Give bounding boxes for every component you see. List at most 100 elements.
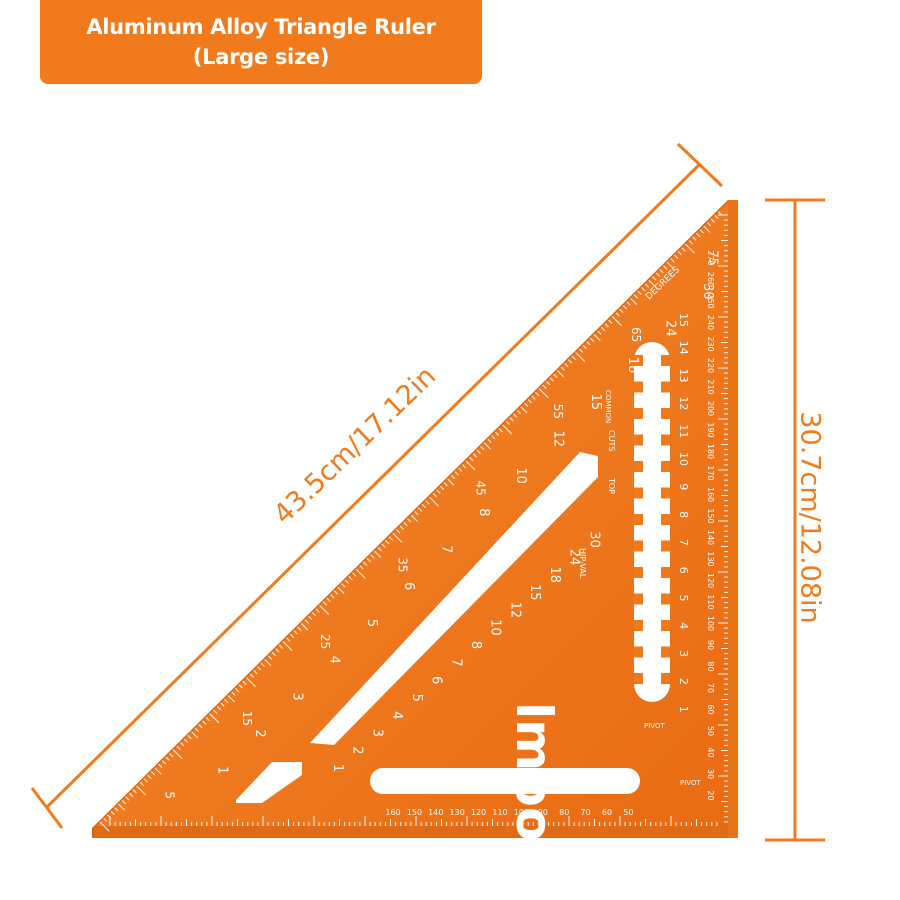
tick-mark (158, 763, 163, 769)
tick-mark (121, 799, 126, 805)
bottom-scale-number: 120 (471, 808, 486, 817)
tick-mark (531, 395, 536, 400)
tick-mark (703, 225, 711, 233)
slot-tooth (634, 434, 643, 446)
right-scale-number: 130 (706, 551, 715, 566)
slot-number: 4 (677, 622, 690, 629)
tick-mark (377, 547, 382, 552)
tick-mark (582, 344, 587, 350)
tick-mark (399, 525, 404, 530)
tick-mark (546, 381, 551, 386)
tick-mark (370, 554, 375, 559)
diagonal-number: 24 (567, 549, 582, 566)
tick-mark (359, 565, 364, 570)
bottom-scale-number: 90 (538, 808, 548, 817)
slot-number: 7 (677, 539, 690, 546)
tick-mark (472, 453, 478, 458)
tick-mark (615, 312, 620, 317)
tick-mark (147, 774, 152, 779)
tick-mark (575, 352, 586, 363)
right-scale-number: 240 (706, 315, 715, 330)
slot-tooth (634, 567, 643, 578)
bottom-scale-number: 110 (492, 808, 507, 817)
slot-tooth (634, 593, 643, 605)
hypotenuse-rafter-number: 6 (401, 582, 416, 590)
slot-tooth (634, 408, 643, 419)
slot-number: 11 (677, 424, 690, 438)
right-scale-number: 260 (706, 272, 715, 287)
tick-mark (333, 590, 339, 595)
vertical-notched-slot (634, 342, 670, 702)
tick-mark (535, 391, 540, 397)
tick-mark (388, 536, 393, 541)
tick-mark (553, 373, 558, 379)
tick-mark (322, 601, 328, 606)
diagonal-number: 1 (330, 764, 345, 772)
tick-mark (717, 211, 723, 216)
tick-mark (264, 659, 272, 667)
slot-number: 2 (677, 678, 690, 685)
diagonal-number: 5 (409, 694, 424, 702)
tick-mark (663, 265, 668, 270)
tick-mark (611, 315, 622, 326)
tick-mark (564, 362, 569, 368)
tick-mark (619, 308, 624, 314)
slot-tooth (634, 673, 643, 684)
tick-mark (165, 756, 170, 761)
slot-tooth (634, 461, 643, 472)
slot-tooth (661, 487, 670, 499)
tick-mark (227, 695, 235, 703)
diagonal-number: 8 (468, 641, 483, 649)
tick-mark (626, 301, 631, 306)
tick-mark (692, 236, 697, 241)
bottom-scale-number: 60 (602, 808, 612, 817)
right-scale-number: 200 (706, 401, 715, 416)
slot-number: 6 (677, 567, 690, 574)
hypotenuse-degree-number: 15 (240, 711, 254, 726)
right-scale-number: 220 (706, 358, 715, 373)
small-slot (236, 762, 302, 803)
tick-mark (589, 337, 595, 342)
tick-mark (425, 500, 430, 505)
tick-mark (330, 594, 335, 599)
right-scale-number: 90 (706, 640, 715, 650)
tick-mark (220, 702, 225, 707)
tick-mark (242, 680, 247, 686)
tick-mark (143, 778, 148, 783)
tick-mark (465, 460, 476, 471)
tick-mark (366, 557, 371, 563)
tick-mark (363, 561, 368, 566)
bottom-scale-number: 70 (581, 808, 591, 817)
slot-number: 9 (677, 483, 690, 490)
right-scale-number: 180 (706, 444, 715, 459)
tick-mark (505, 420, 511, 425)
tick-mark (311, 612, 317, 617)
hypotenuse-degree-number: 25 (318, 634, 332, 649)
tick-mark (630, 297, 638, 306)
right-scale-number: 60 (706, 704, 715, 714)
hypotenuse-degree-number: 55 (551, 404, 565, 419)
slot-tooth (661, 646, 670, 658)
tick-mark (491, 435, 496, 440)
diagonal-slot (310, 452, 598, 745)
right-scale-number: 140 (706, 530, 715, 545)
tick-mark (439, 485, 445, 490)
tick-mark (308, 615, 313, 621)
tick-mark (202, 720, 207, 725)
pivot-bottom-label: PIVOT (644, 722, 665, 730)
tick-mark (502, 424, 513, 435)
tick-mark (498, 427, 503, 433)
height-measure-label: 30.7cm/12.08in (794, 411, 826, 624)
tick-mark (600, 326, 606, 332)
hypotenuse-rafter-number: 30 (700, 283, 715, 300)
right-scale-number: 210 (706, 379, 715, 394)
common-label: COMMON (604, 390, 612, 423)
tick-mark (344, 579, 350, 584)
bottom-slot (370, 768, 640, 794)
tick-mark (191, 731, 199, 739)
tick-mark (652, 276, 657, 281)
tick-mark (172, 749, 183, 760)
tick-mark (567, 359, 573, 364)
diagonal-number: 6 (429, 676, 444, 684)
pivot-right-label: PIVOT (680, 779, 701, 787)
